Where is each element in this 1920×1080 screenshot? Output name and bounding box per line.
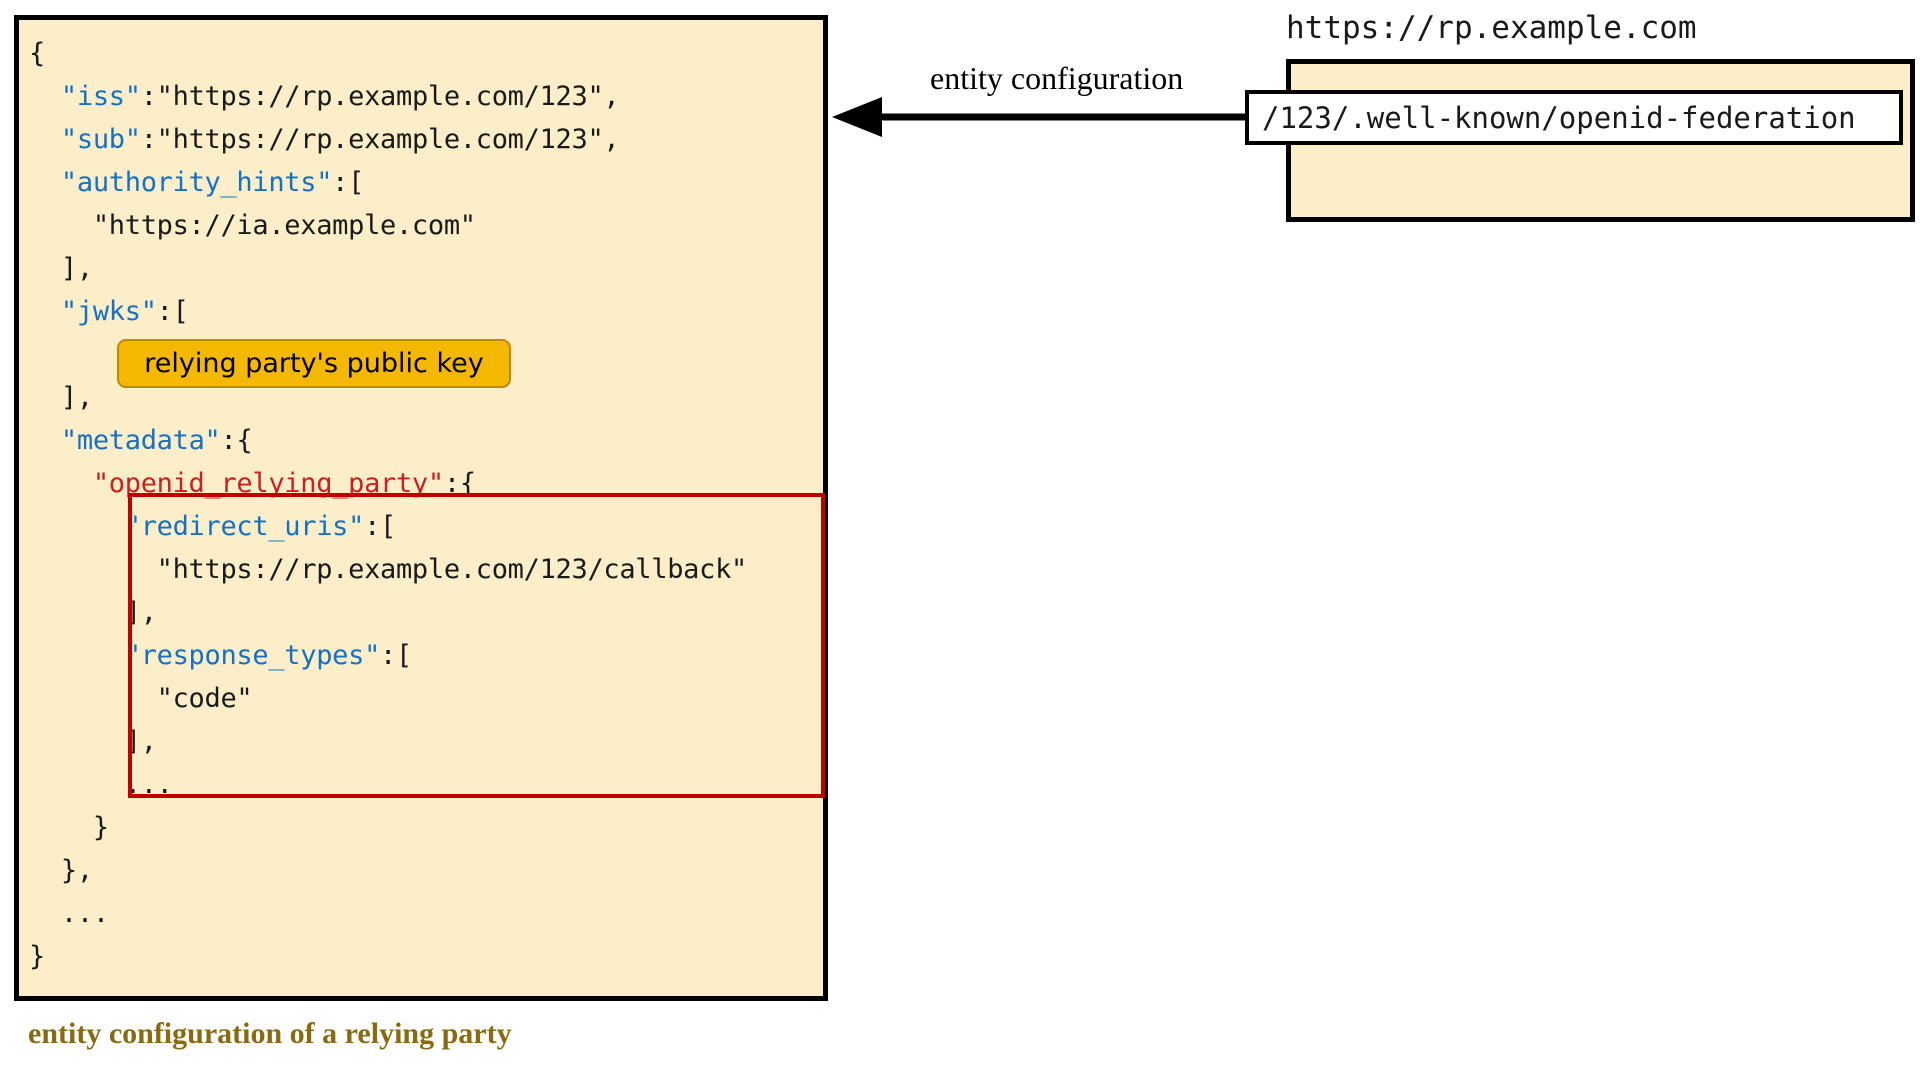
relying-party-public-key-badge: relying party's public key (117, 339, 511, 388)
json-line: { (29, 32, 823, 75)
json-line: "authority_hints":[ (29, 161, 823, 204)
json-line: ], (29, 247, 823, 290)
json-punctuation: } (29, 812, 109, 843)
json-line: ], (29, 376, 823, 419)
json-line: } (29, 935, 823, 978)
json-punctuation: ], (29, 726, 157, 757)
json-punctuation: ], (29, 253, 93, 284)
json-key: "openid_relying_party" (92, 468, 444, 499)
entity-configuration-panel: { "iss":"https://rp.example.com/123", "s… (14, 15, 828, 1001)
well-known-endpoint-path: /123/.well-known/openid-federation (1262, 100, 1856, 135)
json-value: :{ (443, 468, 476, 499)
entity-configuration-caption: entity configuration of a relying party (28, 1017, 512, 1050)
json-line: "jwks":[ (29, 290, 823, 333)
json-line: "metadata":{ (29, 419, 823, 462)
well-known-endpoint-box: /123/.well-known/openid-federation (1245, 90, 1903, 145)
json-punctuation: ... (29, 898, 109, 929)
json-value: :"https://rp.example.com/123", (140, 124, 620, 155)
json-line: "redirect_uris":[ (29, 505, 823, 548)
json-key: "redirect_uris" (124, 511, 365, 542)
json-key: "response_types" (124, 640, 381, 671)
json-punctuation: ], (29, 382, 93, 413)
entity-configuration-arrow-label: entity configuration (930, 60, 1184, 96)
json-line: "openid_relying_party":{ (29, 462, 823, 505)
json-line: "response_types":[ (29, 634, 823, 677)
json-punctuation: } (29, 941, 45, 972)
json-line: ... (29, 763, 823, 806)
json-line: "https://ia.example.com" (29, 204, 823, 247)
json-line: "code" (29, 677, 823, 720)
json-key: "metadata" (60, 425, 221, 456)
entity-configuration-json: { "iss":"https://rp.example.com/123", "s… (29, 32, 823, 978)
json-punctuation: ], (29, 597, 157, 628)
json-line: }, (29, 849, 823, 892)
json-key: "iss" (60, 81, 141, 112)
json-key: "jwks" (60, 296, 157, 327)
json-line: ... (29, 892, 823, 935)
relying-party-host-label: https://rp.example.com (1286, 10, 1697, 46)
json-value: "code" (29, 683, 253, 714)
json-value: :[ (380, 640, 412, 671)
json-punctuation: ... (29, 769, 173, 800)
json-punctuation: }, (29, 855, 93, 886)
json-punctuation: { (29, 38, 45, 69)
json-value: :{ (220, 425, 253, 456)
json-value: :"https://rp.example.com/123", (140, 81, 620, 112)
json-line: ], (29, 720, 823, 763)
json-key: "sub" (60, 124, 141, 155)
json-value: :[ (364, 511, 396, 542)
json-value: "https://ia.example.com" (29, 210, 476, 241)
json-line: ], (29, 591, 823, 634)
json-line: "iss":"https://rp.example.com/123", (29, 75, 823, 118)
json-line: } (29, 806, 823, 849)
json-value: "https://rp.example.com/123/callback" (29, 554, 748, 585)
json-key: "authority_hints" (60, 167, 333, 198)
json-line: "https://rp.example.com/123/callback" (29, 548, 823, 591)
json-line: "sub":"https://rp.example.com/123", (29, 118, 823, 161)
json-value: :[ (332, 167, 365, 198)
json-value: :[ (156, 296, 189, 327)
